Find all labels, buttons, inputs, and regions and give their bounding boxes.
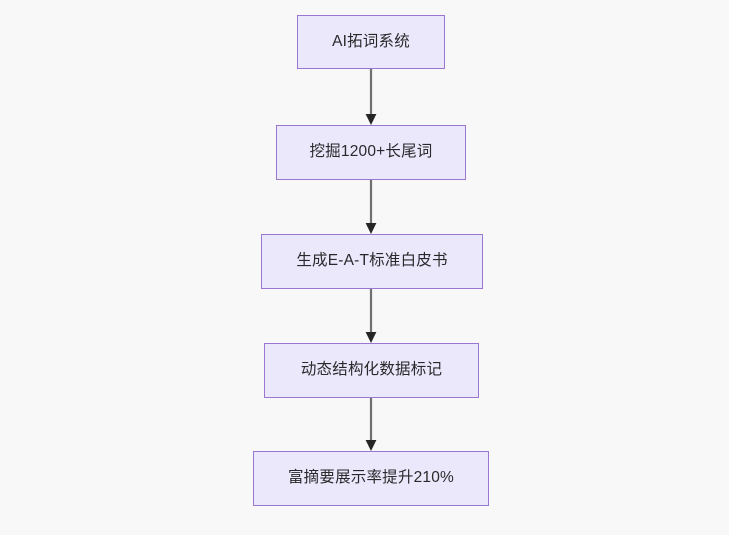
flow-node-label: AI拓词系统: [332, 32, 410, 50]
flow-node-ai-keyword-system[interactable]: AI拓词系统: [297, 15, 445, 69]
flow-node-label: 富摘要展示率提升210%: [287, 469, 455, 487]
flow-node-generate-eat-whitepaper[interactable]: 生成E-A-T标准白皮书: [261, 234, 483, 289]
flow-node-mine-longtail-keywords[interactable]: 挖掘1200+长尾词: [276, 125, 466, 180]
flow-node-rich-snippet-rate-increase[interactable]: 富摘要展示率提升210%: [253, 451, 489, 506]
edge-node0-node1: [365, 69, 377, 125]
flow-node-label: 生成E-A-T标准白皮书: [296, 252, 448, 270]
flow-node-dynamic-structured-data-markup[interactable]: 动态结构化数据标记: [264, 343, 479, 398]
flow-node-label: 挖掘1200+长尾词: [309, 143, 433, 161]
edge-node3-node4: [365, 398, 377, 451]
edge-node2-node3: [365, 289, 377, 343]
flow-node-label: 动态结构化数据标记: [300, 361, 443, 379]
edge-node1-node2: [365, 180, 377, 234]
